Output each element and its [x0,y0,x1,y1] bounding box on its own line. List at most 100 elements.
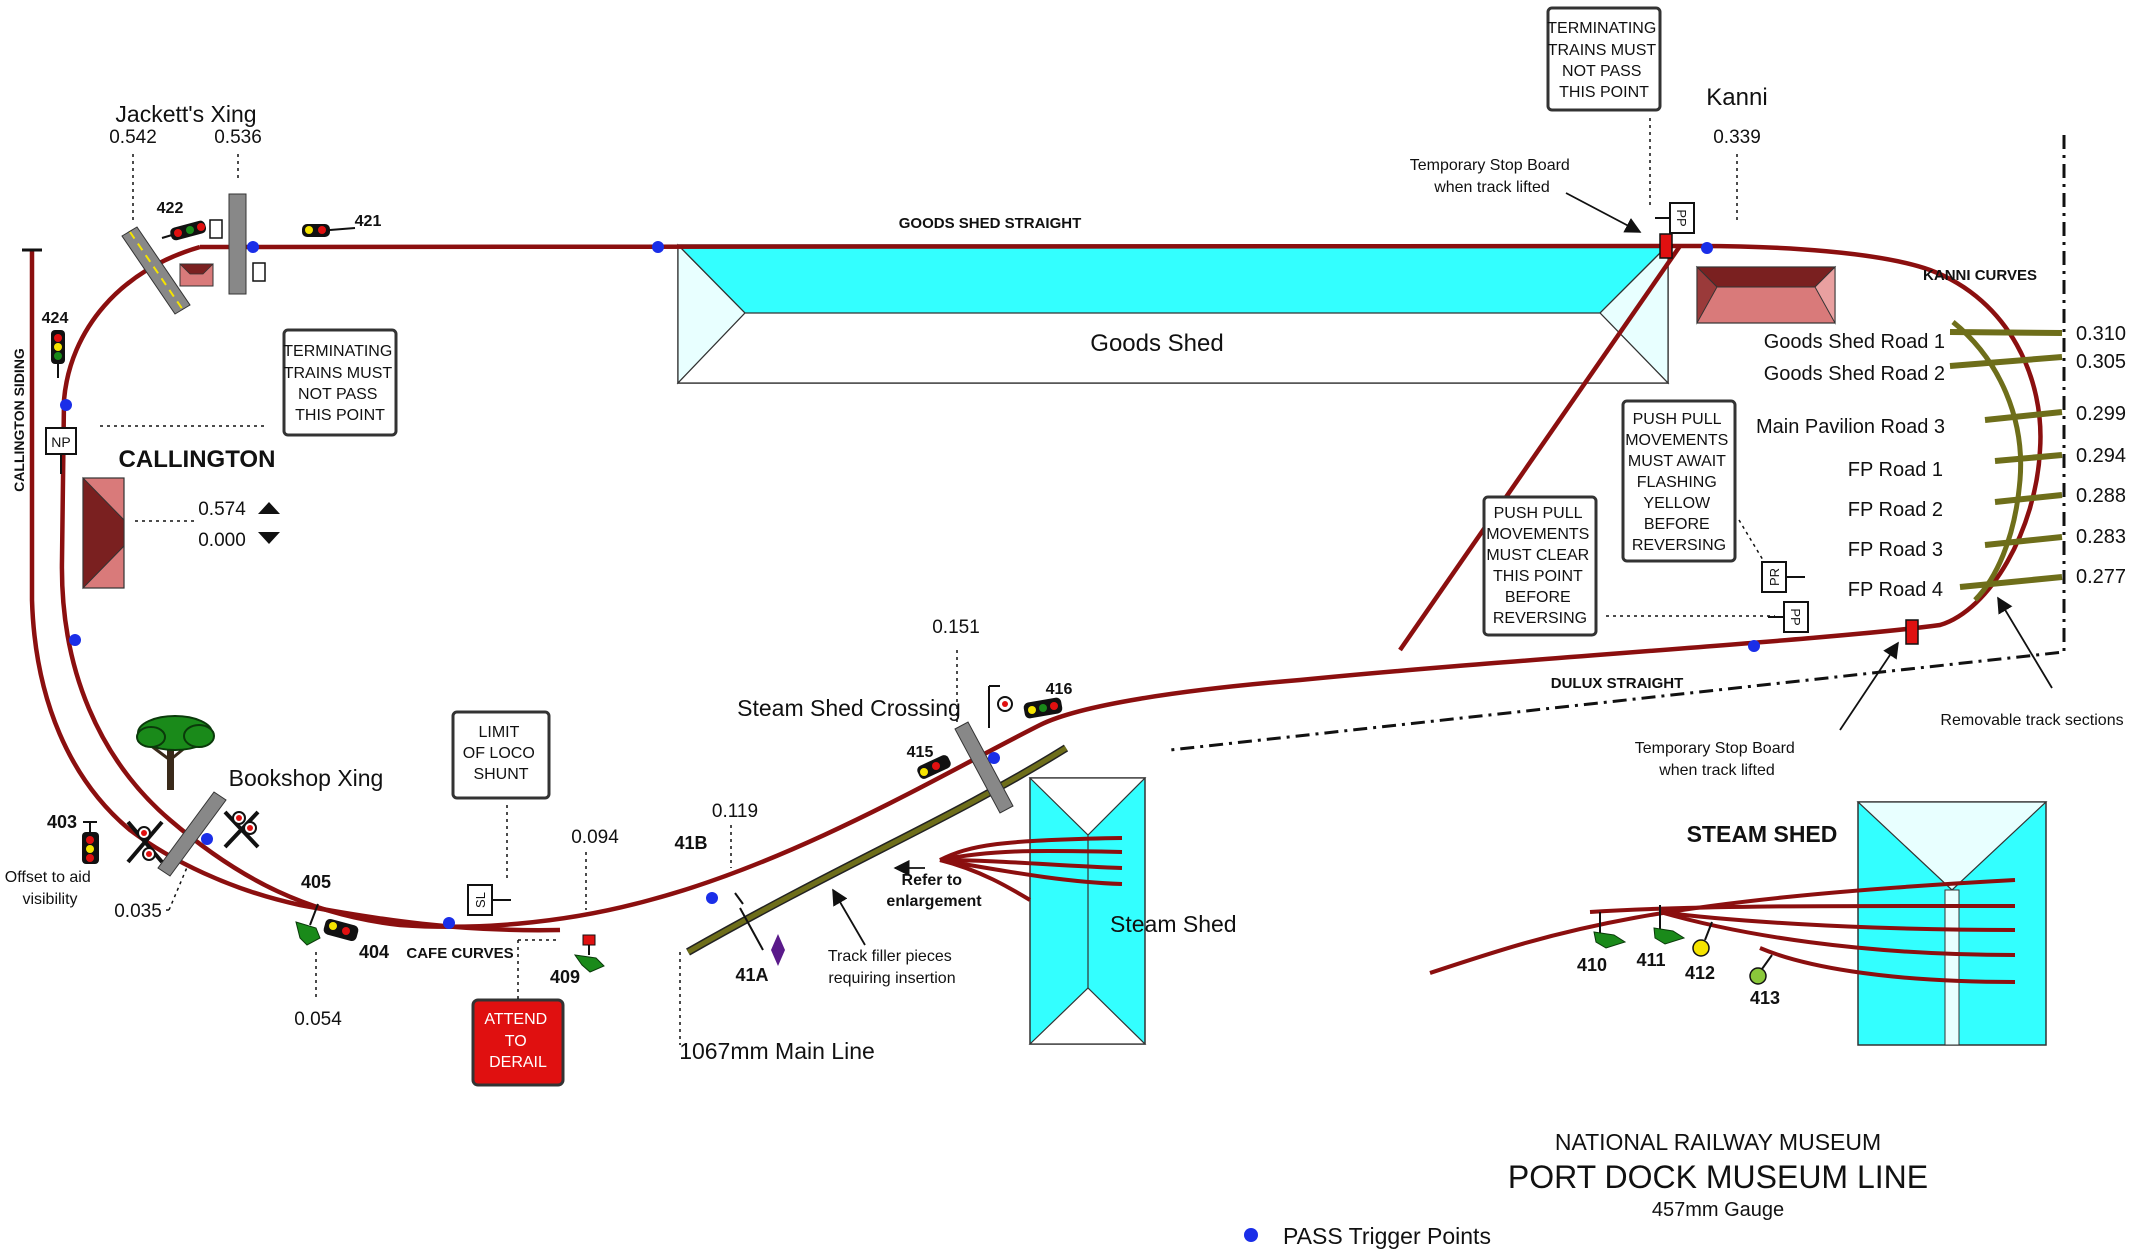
signal-421-label: 421 [355,213,382,230]
svg-text:ATTEND TO DERAIL: ATTEND TO DERAIL [484,1011,551,1071]
signal-41a-icon [739,907,785,966]
signal-409-label: 409 [550,967,580,987]
signal-41a-label: 41A [735,965,768,985]
kanni-curves-label: KANNI CURVES [1923,267,2037,284]
steam-shed-spurs [939,836,1123,902]
steam-shed-label: Steam Shed [1110,911,1237,937]
steam-shed-title: STEAM SHED [1687,821,1838,847]
main-line-label: 1067mm Main Line [679,1038,875,1064]
road-fp4-label: FP Road 4 [1848,579,1943,601]
offset-note: Offset to aid visibility [5,869,95,908]
dulux-straight-label: DULUX STRAIGHT [1551,675,1684,692]
stop-board-kanni-icon [1659,233,1673,259]
pass-point [247,241,259,253]
signal-424-label: 424 [42,310,69,327]
signal-403-label: 403 [47,812,77,832]
stop-board-dulux-icon [1905,619,1919,645]
svg-text:TERMINATING TRAINS MUST: TERMINATING TRAINS MUST NOT PASS THIS PO… [1547,20,1660,101]
pass-point [1701,242,1713,254]
km-0294: 0.294 [2076,445,2126,467]
steam-shed-crossing [954,721,1014,814]
terminating-notice-kanni: TERMINATING TRAINS MUST NOT PASS THIS PO… [1546,6,1662,112]
pass-point [443,917,455,929]
pass-point [69,634,81,646]
pass-point [988,752,1000,764]
signal-411-label: 411 [1636,950,1665,970]
road-mp3-label: Main Pavilion Road 3 [1756,416,1945,438]
limit-loco-shunt-notice: LIMIT OF LOCO SHUNT [451,710,551,800]
refer-note: Refer to enlargement [886,872,982,910]
signal-413-label: 413 [1750,988,1780,1008]
signal-412-label: 412 [1685,963,1715,983]
signal-412-icon [1692,921,1713,957]
svg-text:TERMINATING TRAINS MUST: TERMINATING TRAINS MUST NOT PASS THIS PO… [283,343,396,424]
tsb-top-note: Temporary Stop Board when track lifted [1410,157,1575,196]
svg-text:PUSH PULL MOVEMENTS: PUSH PULL MOVEMENTS MUST AWAIT FLASHING … [1625,411,1733,554]
signal-405-label: 405 [301,872,331,892]
road-gs1-label: Goods Shed Road 1 [1764,331,1945,353]
signal-404-label: 404 [359,942,389,962]
signal-41b-label: 41B [674,833,707,853]
goods-shed-building [676,243,1670,385]
svg-text:PUSH PULL MOVEMENTS: PUSH PULL MOVEMENTS MUST CLEAR THIS POIN… [1486,505,1594,627]
sl-board: SL [467,884,511,916]
svg-text:PR: PR [1767,568,1782,586]
km-0151: 0.151 [932,617,980,638]
legend-pass-label: PASS Trigger Points [1283,1223,1491,1249]
pr-board: PR [1761,561,1805,593]
steam-shed-building [1028,777,1147,1045]
leader-lines [100,118,1775,1045]
triangle-down-icon [258,532,280,544]
signal-410-label: 410 [1577,955,1607,975]
svg-text:SL: SL [473,892,488,908]
signal-405-icon [295,903,321,946]
signal-403-icon [82,821,99,864]
pass-point [1244,1228,1258,1242]
jacketts-xing-label: Jackett's Xing [115,101,256,127]
boundary-line [1169,135,2066,752]
triangle-up-icon [258,502,280,514]
pass-point [60,399,72,411]
svg-text:PP: PP [1788,608,1803,625]
bookshop-xing-label: Bookshop Xing [229,765,384,791]
signal-415-label: 415 [907,744,934,761]
callout-arrows [832,192,2053,946]
signal-421-icon [302,224,356,237]
attend-to-derail-notice: ATTEND TO DERAIL [471,998,565,1087]
museum-label: NATIONAL RAILWAY MUSEUM [1555,1129,1881,1155]
svg-text:PP: PP [1674,209,1689,226]
signal-422-icon [161,220,207,241]
km-0542: 0.542 [109,127,157,148]
km-0288: 0.288 [2076,485,2126,507]
steam-shed-crossing-label: Steam Shed Crossing [737,695,961,721]
road-fp3-label: FP Road 3 [1848,539,1943,561]
push-pull-await-notice: PUSH PULL MOVEMENTS MUST AWAIT FLASHING … [1621,399,1737,563]
km-0277: 0.277 [2076,566,2126,588]
signal-422-label: 422 [157,200,184,217]
signal-413-icon [1749,954,1773,985]
main-line-track [686,744,1069,956]
signal-404-icon [323,918,359,942]
pass-point [201,833,213,845]
road-fp1-label: FP Road 1 [1848,459,1943,481]
kanni-label: Kanni [1706,84,1767,111]
km-0536: 0.536 [214,127,262,148]
pass-point [652,241,664,253]
gauge-label: 457mm Gauge [1652,1199,1784,1221]
filler-note: Track filler pieces requiring insertion [828,948,956,987]
pass-point [1748,640,1760,652]
fp-roads [1949,320,2063,602]
km-0000: 0.000 [198,530,246,551]
signal-415-icon [917,755,951,779]
signal-411-icon [1653,905,1686,945]
jacketts-hut [179,263,214,287]
line-title: PORT DOCK MUSEUM LINE [1508,1159,1928,1195]
crossing-lamp-icon [209,219,266,282]
km-0119: 0.119 [712,801,758,822]
svg-text:NP: NP [51,434,70,450]
goods-shed-straight-label: GOODS SHED STRAIGHT [899,215,1082,232]
km-0299: 0.299 [2076,403,2126,425]
tsb-bottom-note: Temporary Stop Board when track lifted [1635,740,1800,779]
bookshop-crossing [157,791,227,877]
